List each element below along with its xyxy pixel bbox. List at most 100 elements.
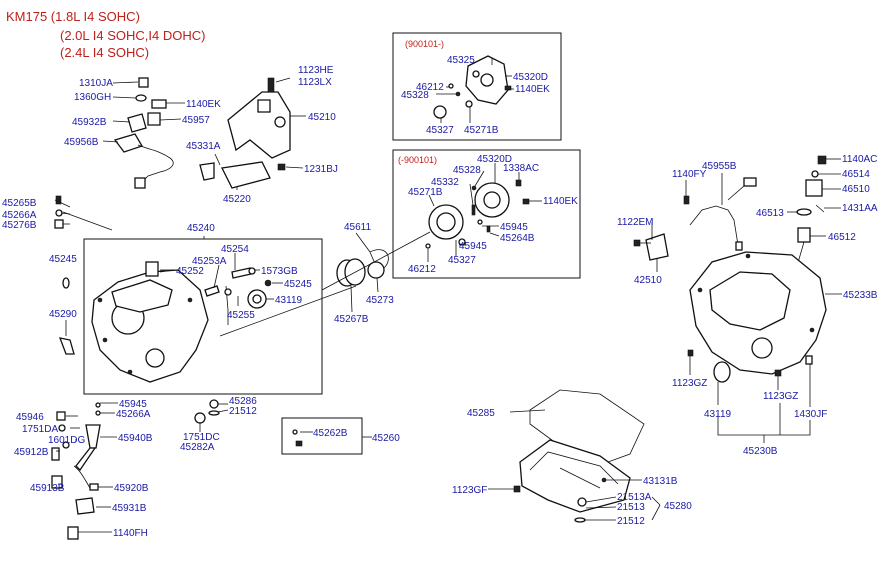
- label-45267b: 45267B: [334, 314, 369, 325]
- pin-45332: [471, 204, 476, 216]
- label-1140ek-a: 1140EK: [186, 99, 221, 110]
- label-1430jf: 1430JF: [794, 409, 827, 420]
- bolt-1123gf: [513, 485, 521, 493]
- bracket-45220: [199, 161, 271, 189]
- washer-45945-a: [95, 402, 101, 408]
- label-46513: 46513: [756, 208, 784, 219]
- seal-43119-a: [247, 289, 267, 309]
- bolt-1123gz-a: [687, 349, 694, 357]
- label-1123he: 1123HE: [298, 65, 334, 76]
- washer-21512-b: [574, 517, 586, 523]
- bolt-1140ac: [817, 155, 827, 165]
- bolt-45265b: [55, 195, 62, 205]
- leader-lines: [54, 58, 842, 533]
- plug-45262b: [292, 429, 303, 447]
- label-1573gb: 1573GB: [261, 266, 298, 277]
- gear-45255: [224, 285, 232, 311]
- pump-cover-45320d-b: [474, 182, 510, 218]
- seal-45271b-a: [465, 100, 473, 108]
- label-45956b: 45956B: [64, 137, 99, 148]
- label-43131b: 43131B: [643, 476, 678, 487]
- label-21513: 21513: [617, 502, 645, 513]
- inset-top-code: (900101-): [405, 39, 444, 49]
- label-1122em: 1122EM: [617, 217, 654, 228]
- label-45240: 45240: [187, 223, 215, 234]
- clip-1573gb: [248, 267, 256, 275]
- plug-45276b: [54, 219, 64, 229]
- label-46212-a: 46212: [416, 82, 444, 93]
- label-45955b: 45955B: [702, 161, 737, 172]
- header-line-3: (2.4L I4 SOHC): [60, 45, 149, 60]
- washer-45945-b: [477, 219, 483, 225]
- label-45266a-a: 45266A: [2, 210, 37, 221]
- inset-mid-code: (-900101): [398, 155, 437, 165]
- label-45233b: 45233B: [843, 290, 878, 301]
- seal-43119-b: [713, 361, 731, 383]
- ring-1601dg: [62, 441, 70, 449]
- label-45255: 45255: [227, 310, 255, 321]
- bolt-45282a: [194, 412, 206, 424]
- label-45332: 45332: [431, 177, 459, 188]
- label-43119-b: 43119: [704, 409, 732, 420]
- o-ring-46513: [796, 208, 812, 216]
- plug-45245-a: [62, 277, 70, 289]
- label-45957: 45957: [182, 115, 210, 126]
- label-42510: 42510: [634, 275, 662, 286]
- clamp-45957: [147, 112, 161, 126]
- label-1231bj: 1231BJ: [304, 164, 338, 175]
- label-45262b: 45262B: [313, 428, 348, 439]
- label-45611: 45611: [344, 222, 372, 233]
- bracket-42510: [645, 233, 669, 261]
- label-45265b: 45265B: [2, 198, 37, 209]
- header-line-2: (2.0L I4 SOHC,I4 DOHC): [60, 28, 205, 43]
- pump-cover-45320d-a: [465, 55, 509, 105]
- pin-45328-b: [471, 185, 477, 191]
- label-45266a-b: 45266A: [116, 409, 151, 420]
- ring-45327-a: [433, 105, 447, 119]
- label-1140ek-c: 1140EK: [543, 196, 578, 207]
- o-ring-46212-b: [425, 243, 431, 249]
- spring-45253a: [204, 285, 220, 297]
- label-1123gz-b: 1123GZ: [763, 391, 798, 402]
- ring-46514: [811, 170, 819, 178]
- bolt-1122em: [633, 239, 641, 247]
- label-45320d-a: 45320D: [513, 72, 548, 83]
- bolt-45946: [56, 411, 66, 421]
- label-1140ek-b: 1140EK: [515, 84, 550, 95]
- label-45245-a: 45245: [49, 254, 77, 265]
- label-45210: 45210: [308, 112, 336, 123]
- label-45328-a: 45328: [401, 90, 429, 101]
- label-45276b: 45276B: [2, 220, 37, 231]
- cable-45920b: [73, 465, 99, 491]
- plug-box: [281, 417, 363, 455]
- pin-1430jf: [805, 355, 813, 365]
- label-45327-b: 45327: [448, 255, 476, 266]
- label-45912b: 45912B: [14, 447, 49, 458]
- label-1360gh: 1360GH: [74, 92, 111, 103]
- spring-45913b: [51, 475, 63, 489]
- ring-45273: [367, 261, 385, 279]
- label-45320d-b: 45320D: [477, 154, 512, 165]
- label-45327-a: 45327: [426, 125, 454, 136]
- label-46510: 46510: [842, 184, 870, 195]
- bolt-43131b: [601, 477, 607, 483]
- label-45285: 45285: [467, 408, 495, 419]
- label-45913b: 45913B: [30, 483, 65, 494]
- sensor-46510: [805, 179, 823, 197]
- bracket-45210: [227, 77, 291, 159]
- bolt-1140ek-a: [151, 99, 167, 109]
- bolt-1140ek-c: [522, 198, 530, 205]
- label-43119-a: 43119: [275, 295, 303, 306]
- label-45946: 45946: [16, 412, 44, 423]
- label-45220: 45220: [223, 194, 251, 205]
- inset-box-top: [392, 32, 562, 141]
- label-45945-a: 45945: [119, 399, 147, 410]
- label-45271b-a: 45271B: [464, 125, 499, 136]
- label-21512-b: 21512: [617, 516, 645, 527]
- label-1123lx: 1123LX: [298, 77, 332, 88]
- label-1431aa: 1431AA: [842, 203, 878, 214]
- pin-45290: [58, 337, 75, 355]
- label-1310ja: 1310JA: [79, 78, 113, 89]
- sensor-45286: [209, 399, 219, 409]
- plug-21513a: [577, 497, 587, 507]
